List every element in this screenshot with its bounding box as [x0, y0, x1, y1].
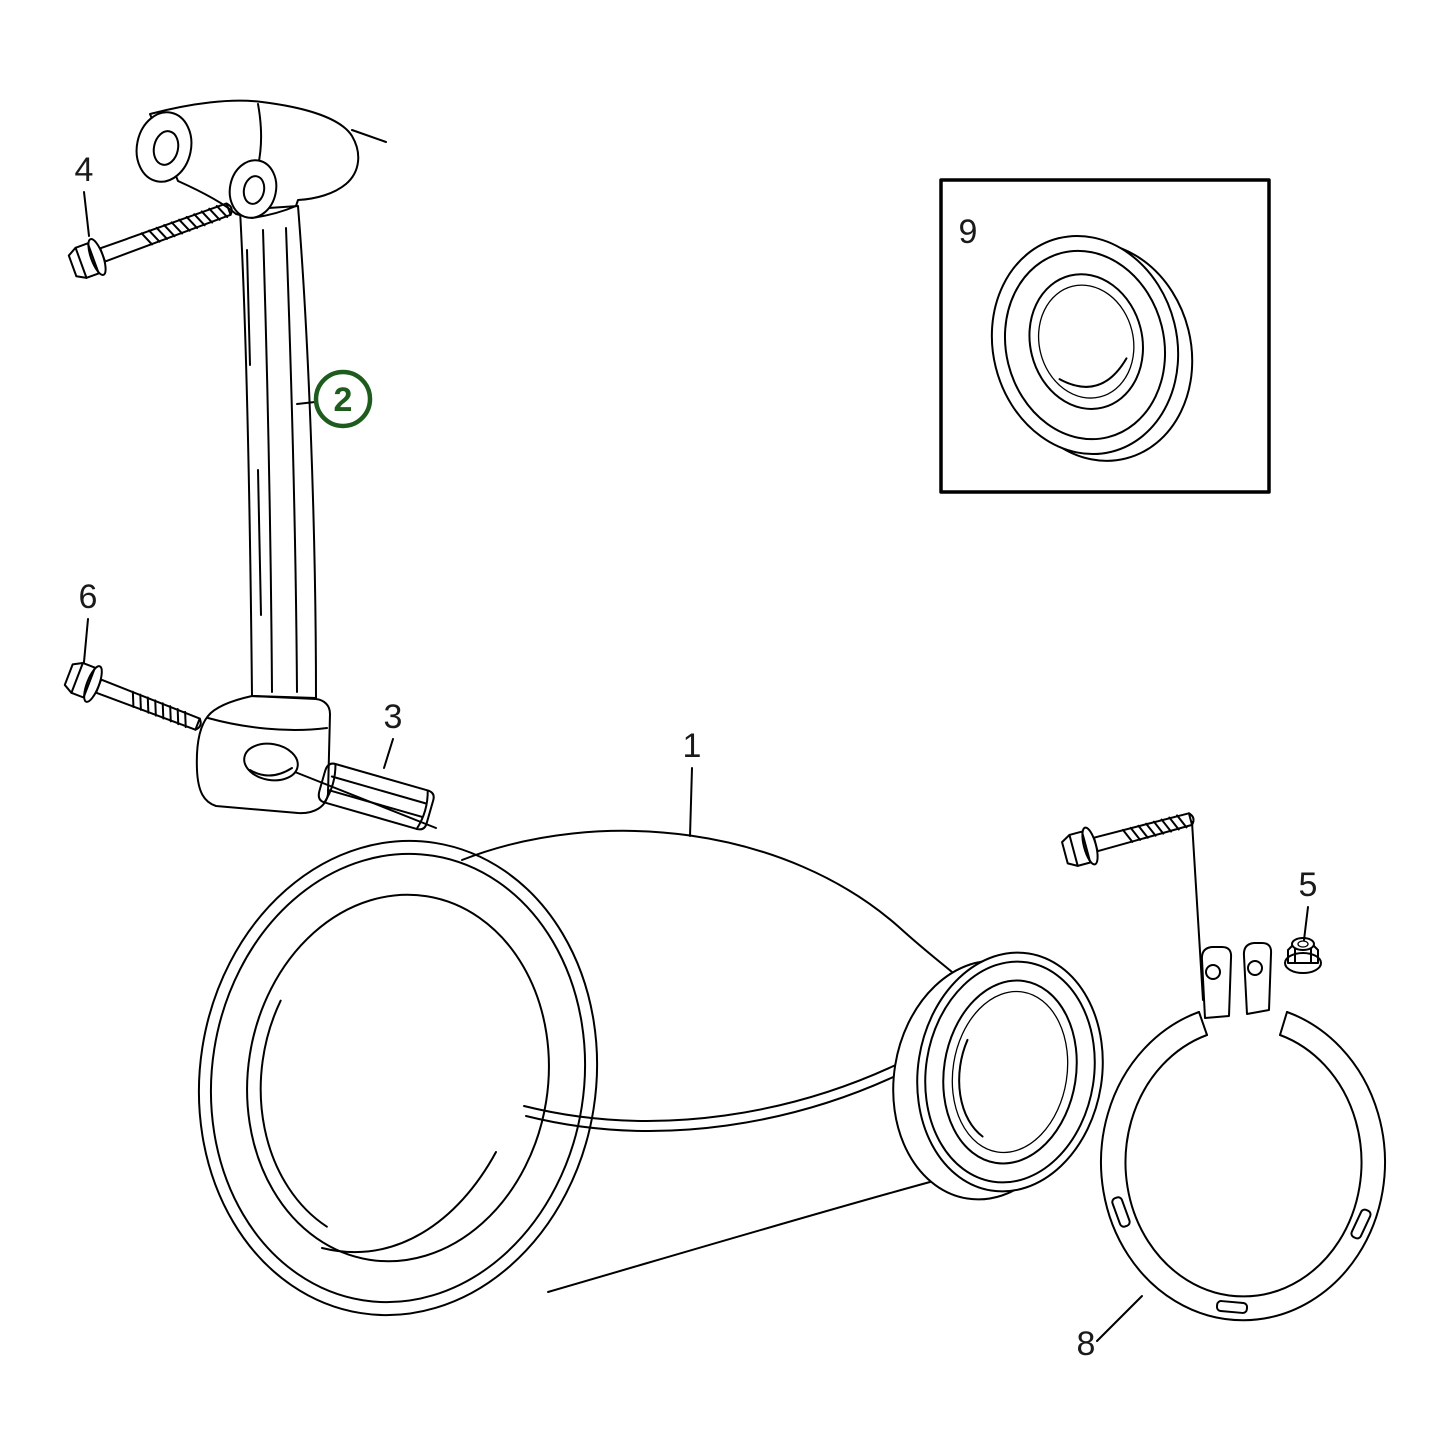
callout-8[interactable]: 8 [1077, 1325, 1096, 1363]
clamp-slot [1215, 1300, 1249, 1314]
bracket-foot [195, 695, 331, 815]
clamp-band-end-right [1279, 1011, 1288, 1036]
clamp-slot [1350, 1208, 1372, 1240]
bolt-threads [140, 204, 229, 246]
callout-6[interactable]: 6 [79, 578, 98, 616]
part-4-flange-bolt [67, 202, 233, 279]
clip-end-curve-right [415, 789, 429, 830]
bolt-head-facet [74, 246, 88, 279]
arm-rib-line [285, 227, 298, 693]
callout-1[interactable]: 1 [683, 727, 702, 765]
clip-slot-lines [327, 775, 428, 818]
part-9-detail-inset [939, 178, 1271, 494]
seal-bore-depth [1058, 357, 1128, 388]
part-6-flange-bolt [63, 661, 202, 731]
callout-4[interactable]: 4 [75, 151, 94, 189]
left-flange-outer [197, 839, 599, 1317]
clamp-tab-hole-right [1247, 960, 1263, 976]
callout-2-highlighted[interactable]: 2 [296, 369, 373, 429]
part-8-vband-clamp [1100, 942, 1386, 1322]
upper-eye-face [135, 111, 193, 183]
nut-hole [1297, 940, 1309, 948]
left-bore-depth-arc [259, 999, 328, 1228]
seal-bore-inner [1037, 284, 1135, 399]
callouts: 4 6 3 1 5 8 9 2 [75, 151, 1318, 1363]
clamp-tab-right [1242, 942, 1273, 1015]
clamp-bolt [1061, 812, 1195, 867]
leader-2 [296, 401, 316, 405]
right-bore-depth-arc [958, 1038, 984, 1138]
leader-4 [83, 191, 90, 237]
bolt-threads [131, 690, 187, 729]
bolt-flange [87, 238, 107, 276]
part-5-flange-nut [1284, 937, 1322, 974]
inner-wall-curve [321, 1151, 497, 1253]
bolt-flange [1081, 826, 1099, 866]
part-1-exhaust-elbow [197, 829, 1104, 1317]
clamp-band-end-left [1198, 1011, 1208, 1036]
weld-seam-parallel [525, 1071, 905, 1132]
body-bottom-edge [547, 1181, 931, 1293]
upper-eye-hole [152, 130, 180, 166]
clip-end-curve [323, 762, 337, 804]
right-flange-rim [924, 960, 1096, 1184]
foot-hole [243, 742, 299, 782]
part-3-slotted-clip [317, 762, 435, 831]
bolt-tip [225, 202, 233, 216]
bolt-head-facet [1068, 833, 1079, 867]
callout-3[interactable]: 3 [384, 698, 403, 736]
clamp-slot [1111, 1196, 1131, 1228]
lower-eye-hole [242, 175, 266, 205]
callout-5[interactable]: 5 [1299, 866, 1318, 904]
clamp-bolt-leader [1191, 821, 1204, 1001]
bolt-threads [1121, 814, 1188, 843]
arm-rib-line [262, 229, 273, 693]
nut-top-face [1291, 937, 1315, 951]
lower-eye-face [228, 159, 278, 219]
leader-3 [383, 738, 394, 769]
right-flange-bore-inner [951, 990, 1069, 1154]
clamp-tab-left [1200, 946, 1233, 1019]
inset-box [939, 178, 1271, 494]
arm-shading-upper [246, 249, 251, 366]
arm-shading [257, 469, 262, 616]
bracket-arm [239, 205, 317, 699]
clamp-tab-hole-left [1205, 964, 1221, 980]
left-flange-bore [246, 893, 550, 1263]
bolt-tip [194, 717, 202, 731]
boss-contour [257, 103, 262, 167]
left-flange-rim [209, 852, 587, 1304]
part-2-support-bracket [135, 99, 437, 829]
bolt-flange [83, 665, 103, 703]
body-top-edge [461, 829, 953, 973]
leader-6 [83, 618, 89, 663]
leader-8 [1096, 1295, 1143, 1342]
highlight-ring [313, 369, 373, 429]
leader-5 [1303, 906, 1309, 941]
weld-seam [523, 1061, 903, 1122]
bolt-head-facet [70, 661, 84, 694]
boss-edge-line [351, 129, 387, 143]
callout-9[interactable]: 9 [959, 213, 978, 251]
part-9-seal-ring [990, 234, 1194, 462]
seal-face-rim [1003, 249, 1167, 441]
clamp-band-outer [1100, 1011, 1386, 1322]
foot-chamfer-line [207, 717, 328, 731]
leader-1 [689, 767, 693, 837]
clamp-band-inner [1124, 1034, 1363, 1298]
right-flange-bore [942, 979, 1078, 1165]
foot-hole-depth [249, 767, 293, 777]
callout-2: 2 [334, 381, 353, 419]
bracket-top-boss [149, 99, 360, 219]
